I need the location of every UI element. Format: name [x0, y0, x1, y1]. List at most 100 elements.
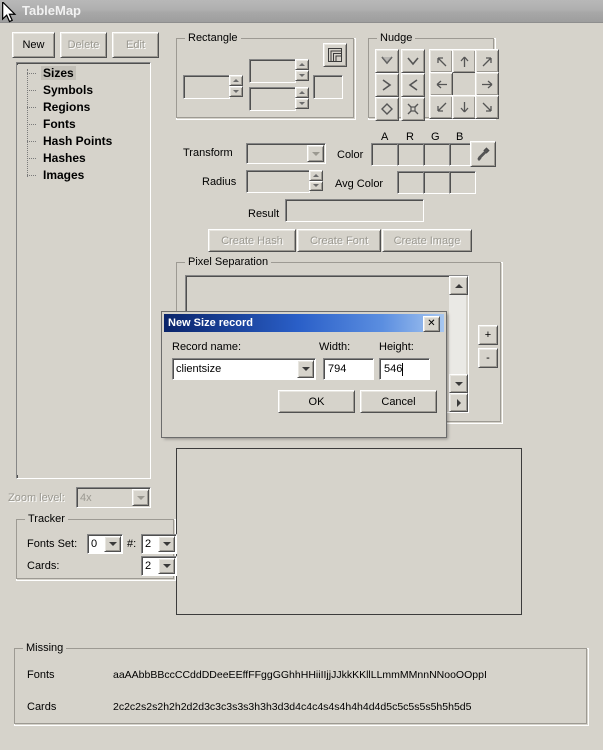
transform-select[interactable] [246, 143, 326, 164]
tree-item-images[interactable]: Images [17, 167, 148, 184]
record-name-combo[interactable]: clientsize [172, 358, 316, 380]
tree-item-sizes[interactable]: Sizes [17, 65, 148, 82]
tree-item-regions[interactable]: Regions [17, 99, 148, 116]
expand-vertical-in-icon[interactable] [375, 49, 399, 73]
avg-color-g-input[interactable] [423, 171, 450, 194]
radius-spinner[interactable] [309, 170, 323, 191]
color-channel-g-label: G [431, 131, 440, 143]
scroll-right-button[interactable] [449, 393, 468, 412]
tree-item-label: Hash Points [43, 134, 113, 148]
height-input[interactable]: 546 [379, 358, 430, 380]
contract-vertical-icon[interactable] [401, 49, 425, 73]
arrow-up-icon[interactable] [452, 49, 476, 73]
result-input[interactable] [285, 199, 424, 222]
spinner-up-button[interactable] [229, 75, 243, 86]
tree-item-symbols[interactable]: Symbols [17, 82, 148, 99]
radius-input[interactable] [246, 170, 310, 193]
spinner-down-button[interactable] [229, 86, 243, 97]
arrow-up-left-icon[interactable] [429, 49, 453, 73]
nudge-group: Nudge [368, 32, 499, 121]
tree-item-hashes[interactable]: Hashes [17, 150, 148, 167]
dialog-title: New Size record [168, 317, 253, 329]
spinner-down-button[interactable] [295, 98, 309, 109]
preview-panel[interactable] [176, 448, 522, 615]
color-channel-b-label: B [456, 131, 464, 143]
pixel-separation-hscrollbar[interactable] [449, 393, 468, 412]
chevron-down-icon[interactable] [132, 489, 149, 506]
pixel-separation-vscrollbar[interactable] [449, 276, 468, 393]
cancel-button[interactable]: Cancel [360, 390, 437, 413]
cards-label: Cards: [27, 560, 60, 572]
hash-count-select[interactable]: 2 [141, 534, 177, 554]
spinner-up-button[interactable] [295, 87, 309, 98]
records-tree[interactable]: Sizes Symbols Regions Fonts Hash Points … [16, 62, 151, 479]
contract-all-icon[interactable] [401, 97, 425, 121]
create-image-button[interactable]: Create Image [382, 229, 472, 252]
rect-bottom-spinner[interactable] [295, 87, 309, 109]
eyedropper-icon[interactable] [470, 141, 496, 167]
chevron-down-icon[interactable] [297, 360, 314, 378]
color-r-input[interactable] [397, 143, 424, 166]
missing-fonts-value: aaAAbbBBccCCddDDeeEEffFFggGGhhHHiiIIjjJJ… [113, 669, 487, 681]
spinner-down-button[interactable] [295, 70, 309, 81]
tree-item-label: Symbols [43, 83, 94, 97]
hash-count-value: 2 [145, 538, 152, 550]
rect-left-spinner[interactable] [229, 75, 243, 97]
arrow-right-icon[interactable] [475, 72, 499, 96]
expand-all-icon[interactable] [375, 97, 399, 121]
new-button[interactable]: New [12, 32, 55, 58]
chevron-down-icon[interactable] [158, 558, 175, 574]
fonts-set-select[interactable]: 0 [87, 534, 123, 554]
avg-color-r-input[interactable] [397, 171, 424, 194]
cards-select[interactable]: 2 [141, 556, 177, 576]
rect-right-input[interactable] [313, 75, 343, 99]
edit-button[interactable]: Edit [112, 32, 159, 58]
tree-item-hash-points[interactable]: Hash Points [17, 133, 148, 150]
color-g-input[interactable] [423, 143, 450, 166]
tree-item-label: Fonts [43, 117, 76, 131]
rect-bottom-input[interactable] [249, 87, 296, 111]
tree-items: Sizes Symbols Regions Fonts Hash Points … [17, 65, 148, 475]
scroll-up-button[interactable] [449, 276, 468, 295]
color-a-input[interactable] [371, 143, 398, 166]
rect-left-input[interactable] [183, 75, 230, 99]
chevron-down-icon[interactable] [307, 145, 324, 162]
create-hash-button[interactable]: Create Hash [208, 229, 296, 252]
close-icon[interactable]: ✕ [423, 316, 440, 332]
tree-item-label: Regions [43, 100, 91, 114]
spinner-up-button[interactable] [295, 59, 309, 70]
create-font-button[interactable]: Create Font [297, 229, 381, 252]
ok-button[interactable]: OK [278, 390, 355, 413]
chevron-down-icon[interactable] [104, 536, 121, 552]
remove-separation-button[interactable]: - [478, 348, 498, 368]
dialog-height-label: Height: [379, 341, 414, 353]
expand-horizontal-icon[interactable] [375, 73, 399, 97]
contract-horizontal-icon[interactable] [401, 73, 425, 97]
radius-label: Radius [202, 176, 237, 188]
rect-top-spinner[interactable] [295, 59, 309, 81]
nested-rectangles-icon[interactable] [323, 43, 347, 67]
add-separation-button[interactable]: + [478, 325, 498, 345]
zoom-level-select[interactable]: 4x [76, 487, 151, 508]
arrow-down-icon[interactable] [452, 95, 476, 119]
spinner-up-button[interactable] [309, 170, 323, 181]
scroll-track[interactable] [449, 293, 466, 376]
cards-value: 2 [145, 560, 152, 572]
window-titlebar: TableMap [0, 0, 603, 23]
arrow-down-left-icon[interactable] [429, 95, 453, 119]
arrow-down-right-icon[interactable] [475, 95, 499, 119]
spinner-down-button[interactable] [309, 180, 323, 191]
chevron-down-icon[interactable] [158, 536, 175, 552]
arrow-left-icon[interactable] [429, 72, 453, 96]
transform-value [247, 144, 306, 163]
scroll-down-button[interactable] [449, 374, 468, 393]
tree-item-fonts[interactable]: Fonts [17, 116, 148, 133]
rect-top-input[interactable] [249, 59, 296, 83]
delete-button[interactable]: Delete [60, 32, 107, 58]
avg-color-b-input[interactable] [449, 171, 476, 194]
tree-item-label: Images [43, 168, 85, 182]
width-input[interactable]: 794 [323, 358, 374, 380]
window-title: TableMap [22, 3, 81, 18]
arrow-up-right-icon[interactable] [475, 49, 499, 73]
